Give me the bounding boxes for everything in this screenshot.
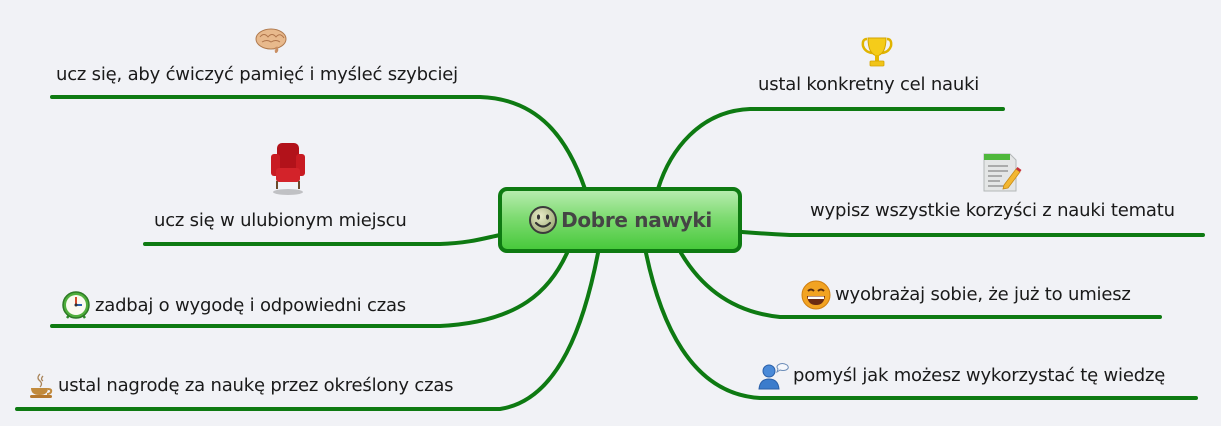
laughing-face-icon	[801, 280, 831, 310]
topic-label: ustal nagrodę za naukę przez określony c…	[58, 375, 454, 396]
central-topic-title: Dobre nawyki	[561, 208, 712, 232]
branch-line-right-4	[644, 251, 1198, 400]
armchair-icon	[271, 143, 305, 195]
topic-label: wyobrażaj sobie, że już to umiesz	[835, 284, 1131, 305]
person-thinking-icon	[758, 363, 789, 390]
trophy-icon	[861, 37, 893, 67]
coffee-cup-icon	[30, 373, 53, 398]
topic-label: pomyśl jak możesz wykorzystać tę wiedzę	[793, 365, 1166, 386]
brain-icon	[255, 28, 287, 53]
branch-line-right-1	[656, 107, 1005, 191]
topic-label: ucz się w ulubionym miejscu	[154, 210, 407, 231]
topic-right-2[interactable]: wypisz wszystkie korzyści z nauki tematu	[810, 200, 1175, 222]
topic-label: ustal konkretny cel nauki	[758, 74, 980, 95]
topic-label: zadbaj o wygodę i odpowiedni czas	[95, 295, 406, 316]
branch-line-right-3	[679, 251, 1162, 319]
branch-line-left-2	[143, 233, 502, 246]
smiley-face-icon	[529, 206, 558, 234]
branch-line-left-1	[50, 95, 587, 191]
topic-right-1[interactable]: ustal konkretny cel nauki	[758, 74, 979, 96]
branch-line-left-4	[15, 251, 600, 411]
topic-label: wypisz wszystkie korzyści z nauki tematu	[810, 200, 1175, 221]
topic-left-2[interactable]: ucz się w ulubionym miejscu	[154, 210, 407, 232]
branch-line-left-3	[50, 251, 569, 328]
topic-left-1[interactable]: ucz się, aby ćwiczyć pamięć i myśleć szy…	[56, 64, 458, 86]
notepad-pencil-icon	[983, 153, 1022, 192]
topic-right-3[interactable]: wyobrażaj sobie, że już to umiesz	[800, 279, 1131, 311]
topic-right-4[interactable]: pomyśl jak możesz wykorzystać tę wiedzę	[758, 362, 1165, 390]
topic-label: ucz się, aby ćwiczyć pamięć i myśleć szy…	[56, 64, 458, 85]
topic-left-4[interactable]: ustal nagrodę za naukę przez określony c…	[27, 372, 454, 400]
branch-line-right-2	[740, 230, 1205, 237]
alarm-clock-icon	[62, 291, 90, 319]
topic-left-3[interactable]: zadbaj o wygodę i odpowiedni czas	[60, 290, 406, 322]
central-topic[interactable]: Dobre nawyki	[498, 187, 742, 253]
